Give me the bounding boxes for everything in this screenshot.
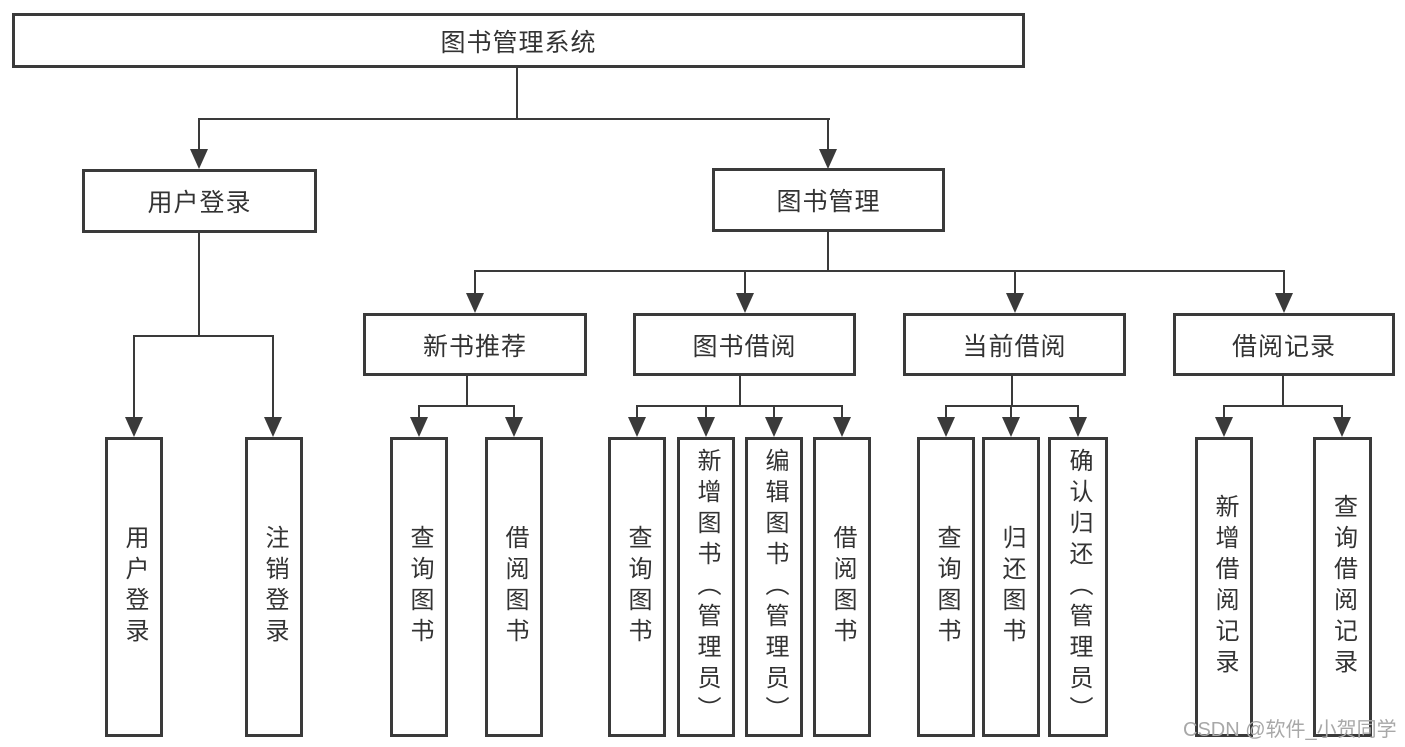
node-label: 新增借阅记录 [1211,494,1238,680]
arrow-down-icon [736,293,754,313]
arrow-down-icon [697,417,715,437]
connector-line [636,405,638,419]
connector-line [198,118,200,152]
connector-line [1010,405,1012,419]
node-label: 编辑图书（管理员） [761,447,788,727]
arrow-down-icon [190,149,208,169]
connector-line [1223,405,1343,407]
node-label: 新增图书（管理员） [693,447,720,727]
node-label: 确认归还（管理员） [1065,447,1092,727]
leaf-borrow-books-recommend: 借阅图书 [485,437,543,737]
arrow-down-icon [819,149,837,169]
arrow-down-icon [410,417,428,437]
connector-line [744,270,746,295]
node-label: 借阅图书 [501,525,528,649]
node-new-book-recommendation: 新书推荐 [363,313,587,376]
node-library-management-system: 图书管理系统 [12,13,1025,68]
node-label: 查询图书 [933,525,960,649]
node-borrowing-records: 借阅记录 [1173,313,1395,376]
connector-line [466,376,468,406]
connector-line [133,335,274,337]
arrow-down-icon [1215,417,1233,437]
arrow-down-icon [937,417,955,437]
arrow-down-icon [1069,417,1087,437]
leaf-query-books-current: 查询图书 [917,437,975,737]
node-label: 新书推荐 [422,332,527,361]
connector-line [516,68,518,119]
arrow-down-icon [1333,417,1351,437]
leaf-query-books-borrow: 查询图书 [608,437,666,737]
connector-line [1014,270,1016,295]
arrow-down-icon [264,417,282,437]
arrow-down-icon [765,417,783,437]
node-label: 用户登录 [121,525,148,649]
node-label: 注销登录 [261,525,288,649]
connector-line [841,405,843,419]
node-user-login: 用户登录 [82,169,317,233]
node-current-borrowing: 当前借阅 [903,313,1126,376]
connector-line [827,232,829,272]
connector-line [739,376,741,406]
leaf-user-login: 用户登录 [105,437,163,737]
connector-line [1223,405,1225,419]
connector-line [636,405,843,407]
node-label: 当前借阅 [962,332,1067,361]
arrow-down-icon [466,293,484,313]
leaf-query-books-recommend: 查询图书 [390,437,448,737]
leaf-return-books: 归还图书 [982,437,1040,737]
connector-line [198,118,830,120]
leaf-borrow-books: 借阅图书 [813,437,871,737]
connector-line [945,405,947,419]
node-label: 查询图书 [406,525,433,649]
connector-line [474,270,476,295]
arrow-down-icon [833,417,851,437]
connector-line [474,270,1285,272]
connector-line [1341,405,1343,419]
connector-line [418,405,515,407]
arrow-down-icon [1002,417,1020,437]
node-label: 查询图书 [624,525,651,649]
node-label: 图书借阅 [692,332,797,361]
node-label: 用户登录 [147,189,252,217]
arrow-down-icon [628,417,646,437]
node-label: 归还图书 [998,525,1025,649]
connector-line [513,405,515,419]
leaf-add-book-admin: 新增图书（管理员） [677,437,735,737]
leaf-query-borrow-record: 查询借阅记录 [1313,437,1372,737]
connector-line [1077,405,1079,419]
connector-line [272,335,274,419]
node-book-borrowing: 图书借阅 [633,313,856,376]
connector-line [133,335,135,419]
arrow-down-icon [1275,293,1293,313]
node-label: 借阅记录 [1231,332,1336,361]
connector-line [1282,376,1284,406]
node-label: 查询借阅记录 [1329,494,1357,680]
node-book-management: 图书管理 [712,168,945,232]
connector-line [705,405,707,419]
connector-line [773,405,775,419]
node-label: 图书管理 [776,188,881,216]
node-label: 借阅图书 [829,525,856,649]
arrow-down-icon [505,417,523,437]
leaf-edit-book-admin: 编辑图书（管理员） [745,437,803,737]
connector-line [827,118,829,152]
leaf-logout: 注销登录 [245,437,303,737]
node-label: 图书管理系统 [440,28,597,57]
watermark: CSDN @软件_小贺同学 [1183,719,1397,741]
connector-line [1011,376,1013,406]
leaf-confirm-return-admin: 确认归还（管理员） [1048,437,1108,737]
connector-line [198,233,200,336]
connector-line [418,405,420,419]
arrow-down-icon [1006,293,1024,313]
connector-line [945,405,1079,407]
arrow-down-icon [125,417,143,437]
connector-line [1283,270,1285,295]
leaf-add-borrow-record: 新增借阅记录 [1195,437,1253,737]
